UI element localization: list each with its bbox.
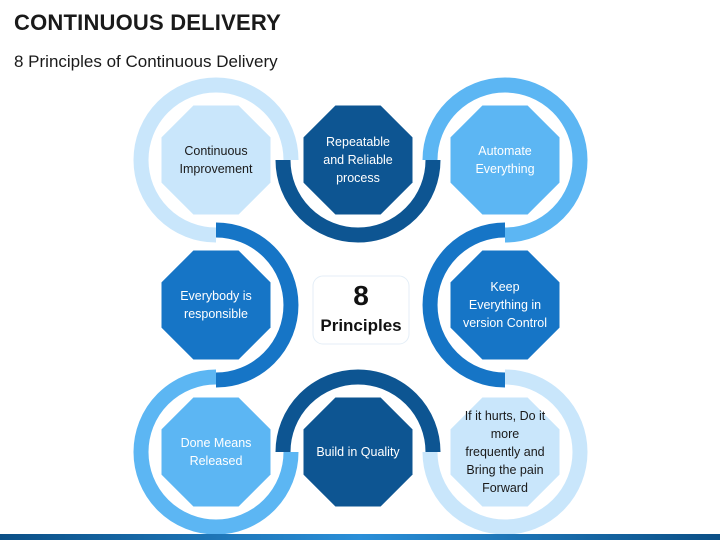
principle-label-line: Everything — [475, 162, 534, 176]
principle-label-line: Forward — [482, 481, 528, 495]
principle-label-line: Repeatable — [326, 135, 390, 149]
principle-label-line: Everything in — [469, 298, 541, 312]
connector-rings — [133, 77, 588, 535]
page-subtitle: 8 Principles of Continuous Delivery — [14, 52, 278, 71]
principle-label-line: responsible — [184, 307, 248, 321]
principle-label-line: Everybody is — [180, 289, 252, 303]
center-number: 8 — [353, 280, 369, 311]
principle-label-line: Improvement — [180, 162, 253, 176]
principle-if-it-hurts: If it hurts, Do it more frequently andBrin… — [450, 397, 560, 507]
ring-bottom-right — [422, 369, 588, 535]
ring-top-middle — [275, 159, 441, 243]
principle-label-line: Automate — [478, 144, 532, 158]
ring-top-left — [133, 77, 299, 243]
principle-label-line: more — [491, 427, 520, 441]
principle-label-line: and Reliable — [323, 153, 393, 167]
principle-build-in-quality: Build in Quality — [303, 397, 413, 507]
principle-label-line: process — [336, 171, 380, 185]
principle-label-line: If it hurts, Do it — [465, 409, 546, 423]
principle-label-line: Build in Quality — [316, 445, 400, 459]
ring-bottom-middle — [275, 369, 441, 453]
ring-bottom-left — [133, 369, 299, 535]
principle-label-line: Released — [190, 454, 243, 468]
principle-everybody-responsible: Everybody is responsible — [161, 250, 271, 360]
center-badge-box — [312, 275, 410, 345]
center-badge: 8 Principles — [312, 275, 410, 345]
page-title: CONTINUOUS DELIVERY — [14, 10, 282, 35]
principle-octagon — [161, 397, 271, 507]
principle-octagon — [450, 397, 560, 507]
ring-right-middle — [422, 222, 506, 388]
bottom-accent-bar — [0, 534, 720, 540]
principle-octagon — [450, 250, 560, 360]
principle-octagon — [161, 250, 271, 360]
principle-octagon — [450, 105, 560, 215]
center-label: Principles — [320, 316, 401, 335]
principle-octagon — [303, 397, 413, 507]
principle-label-line: Keep — [490, 280, 519, 294]
principle-octagon — [161, 105, 271, 215]
principle-octagon — [303, 105, 413, 215]
principle-label-line: Done Means — [181, 436, 252, 450]
ring-left-middle — [215, 222, 299, 388]
principle-label-line: Bring the pain — [466, 463, 543, 477]
principle-label-line: frequently and — [465, 445, 544, 459]
principle-repeatable-reliable: Repeatable and Reliable process — [303, 105, 413, 215]
principle-label-line: version Control — [463, 316, 547, 330]
principle-label-line: Continuous — [184, 144, 247, 158]
ring-top-right — [422, 77, 588, 243]
